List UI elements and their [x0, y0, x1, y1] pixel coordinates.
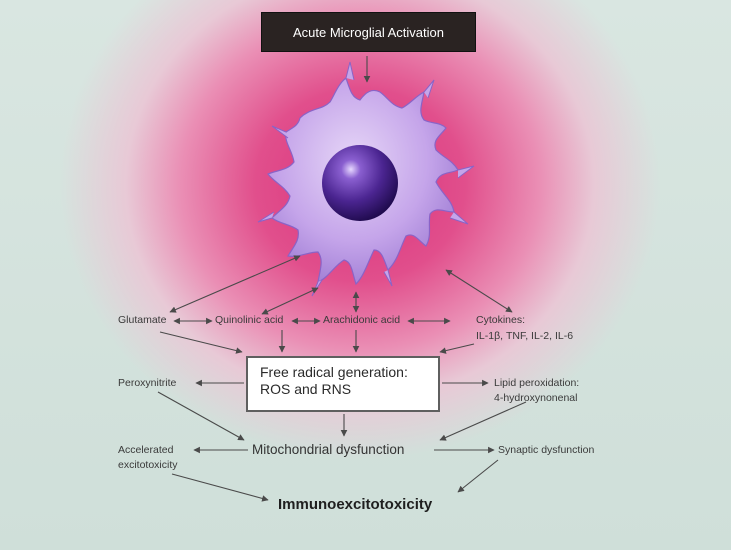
label-hydroxynonenal: 4-hydroxynonenal — [494, 392, 578, 404]
label-glutamate: Glutamate — [118, 314, 167, 326]
label-cytokines-list: IL-1β, TNF, IL-2, IL-6 — [476, 330, 574, 342]
arrow-peroxynitrite-mito — [157, 391, 245, 441]
microglia-nucleus — [322, 145, 398, 221]
label-arachidonic-acid: Arachidonic acid — [323, 314, 401, 326]
label-peroxynitrite: Peroxynitrite — [118, 377, 177, 389]
arrow-accelerated-outcome — [171, 473, 269, 502]
label-quinolinic-acid: Quinolinic acid — [215, 314, 284, 326]
free-radical-line2: ROS and RNS — [260, 381, 352, 397]
arrow-glutamate-to-fr — [159, 331, 243, 354]
label-immunoexcitotoxicity: Immunoexcitotoxicity — [278, 496, 433, 513]
label-synaptic-dysfunction: Synaptic dysfunction — [498, 444, 595, 456]
title-box: Acute Microglial Activation — [261, 12, 476, 52]
label-mitochondrial-dysfunction: Mitochondrial dysfunction — [252, 442, 405, 457]
label-cytokines: Cytokines: — [476, 314, 526, 326]
free-radical-box: Free radical generation: ROS and RNS — [246, 356, 440, 412]
arrow-cell-quinolinic — [261, 287, 319, 315]
label-accelerated: Accelerated — [118, 444, 174, 456]
arrow-synaptic-outcome — [457, 459, 499, 493]
arrow-cell-glutamate — [169, 255, 301, 313]
arrow-cytokines-to-fr — [439, 343, 475, 354]
label-excitotoxicity: excitotoxicity — [118, 459, 178, 471]
arrow-lipid-mito — [439, 401, 527, 441]
label-lipid-peroxidation: Lipid peroxidation: — [494, 377, 580, 389]
microglia-cell — [257, 61, 475, 297]
free-radical-line1: Free radical generation: — [260, 364, 408, 380]
arrow-cell-cytokines — [445, 269, 513, 313]
title-text: Acute Microglial Activation — [292, 24, 444, 40]
